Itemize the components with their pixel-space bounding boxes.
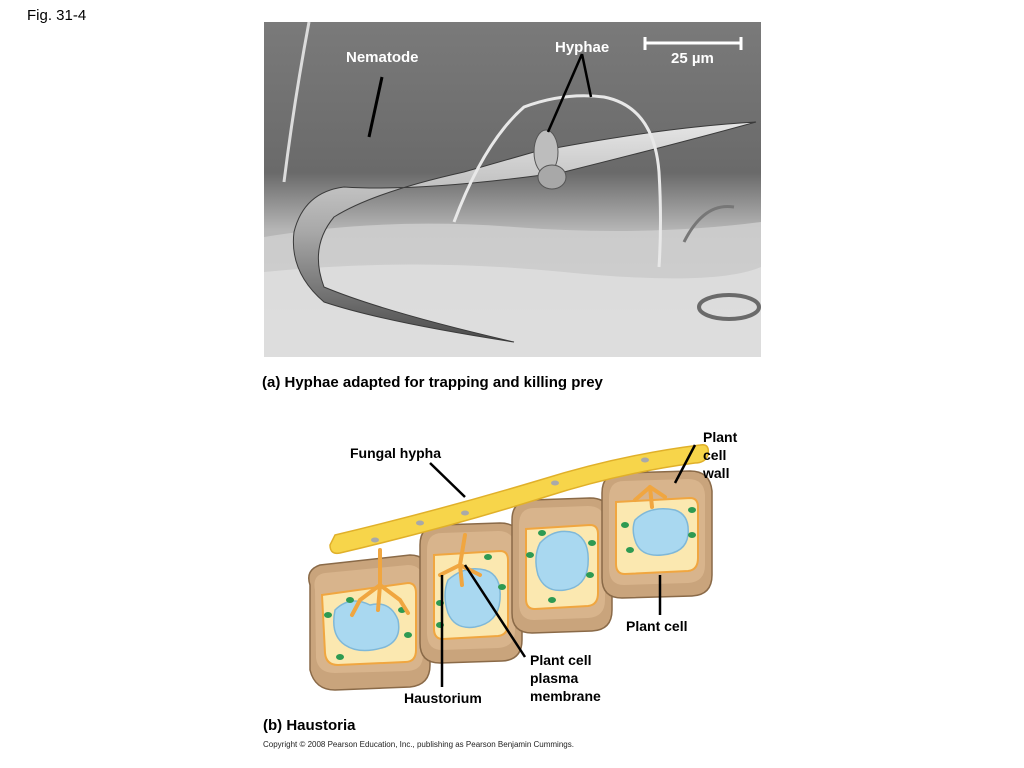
plant-cell-1 <box>308 554 431 691</box>
panel-a-caption: (a) Hyphae adapted for trapping and kill… <box>262 374 603 391</box>
plasma-membrane-pointer <box>463 564 527 658</box>
copyright-notice: Copyright © 2008 Pearson Education, Inc.… <box>263 740 574 749</box>
hypha-septa <box>371 457 649 543</box>
plant-cell-wall-label: Plant cell wall <box>703 429 738 481</box>
hyphae-label: Hyphae <box>555 39 610 56</box>
panel-b-caption: (b) Haustoria <box>263 717 356 734</box>
scale-label: 25 µm <box>671 50 714 67</box>
figure-label: Fig. 31-4 <box>27 7 87 24</box>
plasma-membrane-label: Plant cell plasma membrane <box>530 652 601 704</box>
hyphae-pointer-2 <box>580 53 593 98</box>
fungal-hypha-label: Fungal hypha <box>350 445 441 461</box>
plant-cell-2 <box>419 522 523 664</box>
nematode-micrograph <box>264 22 761 357</box>
plant-cell-3 <box>511 497 613 634</box>
haustoria-diagram <box>308 443 713 691</box>
haustoria <box>350 485 667 617</box>
scale-bar <box>643 37 743 50</box>
fungal-hypha-pointer <box>429 462 466 498</box>
hyphal-ring <box>697 293 761 321</box>
nematode-label: Nematode <box>346 49 419 66</box>
nematode-pointer <box>367 76 384 138</box>
hyphae-pointer-1 <box>546 53 584 133</box>
nematode-body <box>292 121 757 343</box>
hyphal-loop <box>452 94 662 268</box>
cell-wall-pointer <box>673 444 697 484</box>
fungal-hypha <box>329 443 710 555</box>
chloroplasts <box>324 507 696 660</box>
haustorium-label: Haustorium <box>404 690 482 706</box>
plant-cell-label: Plant cell <box>626 618 688 634</box>
